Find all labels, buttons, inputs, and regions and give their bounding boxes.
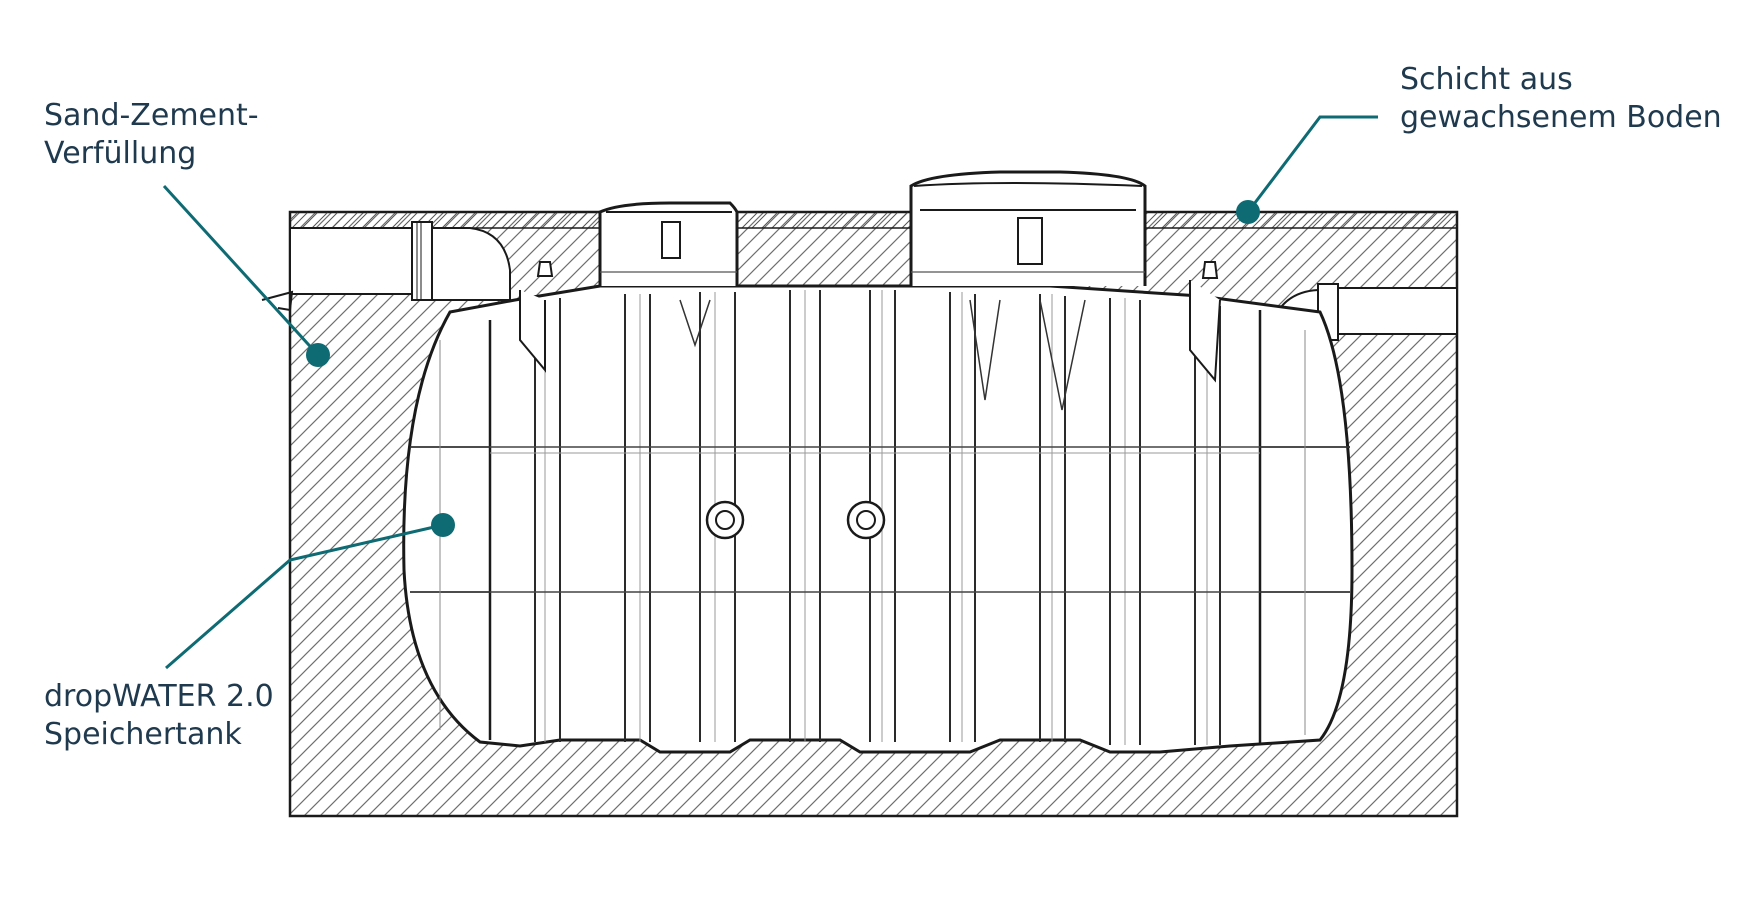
label-tank-line2: Speichertank (44, 717, 242, 752)
label-backfill: Sand-Zement- Verfüllung (44, 97, 259, 173)
label-soil-line2: gewachsenem Boden (1400, 100, 1722, 135)
label-backfill-line1: Sand-Zement- (44, 98, 259, 133)
fitting-left (705, 500, 745, 540)
inlet-pipe (261, 221, 511, 312)
label-soil-layer: Schicht aus gewachsenem Boden (1400, 61, 1722, 137)
lifting-lug-left (519, 261, 554, 373)
fitting-right (846, 500, 886, 540)
callout-tank (165, 513, 455, 670)
soil-layer (289, 211, 1458, 229)
label-soil-line1: Schicht aus (1400, 62, 1573, 97)
tank-body (402, 261, 1354, 754)
label-backfill-line2: Verfüllung (44, 136, 197, 171)
label-tank: dropWATER 2.0 Speichertank (44, 678, 274, 754)
callout-soil (1236, 115, 1378, 224)
lifting-lug-right (1189, 261, 1221, 383)
callout-backfill (162, 184, 330, 367)
riser-large (909, 170, 1147, 286)
riser-small (598, 201, 739, 286)
label-tank-line1: dropWATER 2.0 (44, 679, 274, 714)
